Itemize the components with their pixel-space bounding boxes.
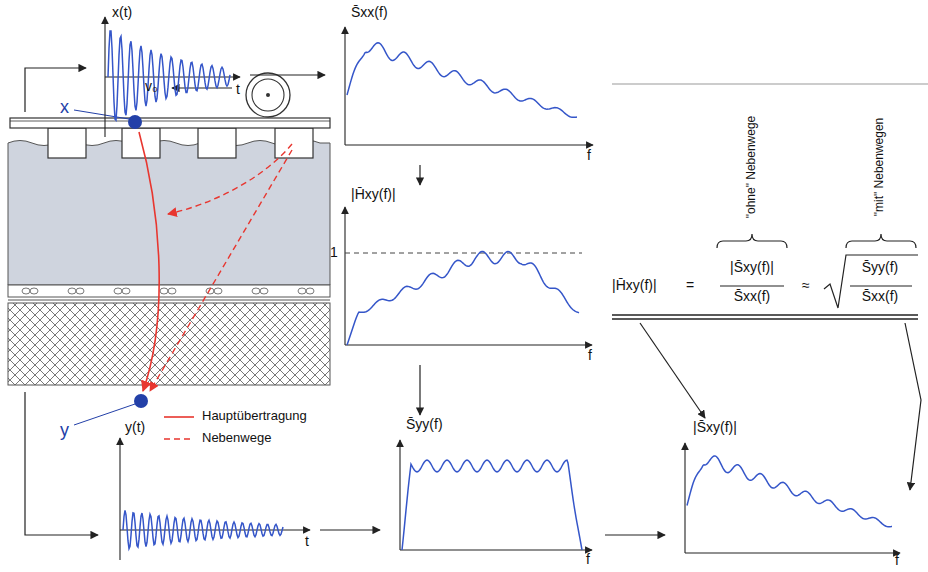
mat-layer bbox=[8, 285, 330, 297]
axis-label: |S̄xy(f)| bbox=[693, 420, 737, 435]
flow-arrow bbox=[250, 74, 325, 75]
chart-axes bbox=[665, 418, 910, 570]
flow-arrow bbox=[419, 165, 420, 185]
axis-label: S̄xx(f) bbox=[351, 5, 388, 20]
bracket-note: "ohne" Nebenwege bbox=[745, 116, 758, 219]
axis-label: S̄yy(f) bbox=[406, 417, 443, 432]
wheel bbox=[246, 73, 290, 117]
signal-arrow bbox=[25, 68, 86, 112]
legend-text: Nebenwege bbox=[202, 430, 271, 445]
formula-term: = bbox=[686, 278, 694, 293]
chart-axes bbox=[320, 185, 605, 365]
chart-axes bbox=[380, 415, 605, 570]
formula-term: |S̄xy(f)| bbox=[730, 260, 774, 275]
chart-panel: S̄xx(f) f bbox=[325, 5, 605, 165]
leader-line bbox=[74, 110, 129, 119]
layer-line bbox=[8, 300, 330, 301]
legend-text: Hauptübertragung bbox=[202, 408, 307, 423]
velocity-label: v₀ bbox=[145, 78, 158, 94]
axis-label: f bbox=[586, 552, 590, 567]
formula-term: S̄xx(f) bbox=[862, 289, 899, 304]
formula-term: S̄yy(f) bbox=[862, 260, 899, 275]
chart-axes bbox=[325, 5, 605, 165]
flow-arrow bbox=[905, 323, 921, 490]
sensor-dot bbox=[128, 115, 142, 129]
bracket-note: "mit" Nebenwegen bbox=[873, 118, 886, 217]
ballast bbox=[8, 141, 330, 286]
subsoil bbox=[8, 303, 330, 385]
sleepers bbox=[48, 128, 313, 158]
formula-term: |H̄xy(f)| bbox=[612, 278, 657, 293]
chart-panel: x(t) t bbox=[90, 5, 250, 145]
chart-panel: S̄yy(f) f bbox=[380, 415, 605, 570]
flow-arrow bbox=[320, 529, 380, 530]
chart-axes bbox=[90, 5, 250, 145]
sensor-dot bbox=[134, 394, 148, 408]
sensor-label: y bbox=[60, 420, 69, 441]
flanking-path bbox=[150, 150, 292, 391]
velocity-arrow bbox=[172, 87, 232, 88]
separator-line bbox=[612, 84, 928, 85]
legend-sample bbox=[162, 410, 196, 424]
legend-sample bbox=[162, 432, 196, 446]
axis-label: |H̄xy(f)| bbox=[351, 187, 396, 202]
formula-block: |H̄xy(f)| = |S̄xy(f)| S̄xx(f) ≈ S̄yy(f) S̄xx(f… bbox=[612, 95, 922, 323]
axis-label: f bbox=[588, 348, 592, 363]
chart-panel: |S̄xy(f)| f bbox=[665, 418, 910, 570]
rail bbox=[10, 118, 330, 128]
rail-line bbox=[10, 121, 330, 122]
mat-symbols bbox=[22, 288, 314, 294]
axis-label: t bbox=[305, 534, 309, 549]
flow-arrow bbox=[640, 323, 705, 418]
formula-term: S̄xx(f) bbox=[734, 289, 771, 304]
axis-label: f bbox=[895, 553, 899, 568]
axis-label: y(t) bbox=[125, 420, 145, 435]
flow-arrow bbox=[419, 365, 420, 415]
formula-term: ≈ bbox=[802, 278, 810, 293]
axis-label: x(t) bbox=[112, 5, 132, 20]
flow-arrow bbox=[605, 534, 665, 535]
axis-label: t bbox=[236, 82, 240, 97]
main-path bbox=[139, 132, 159, 391]
chart-panel: |H̄xy(f)| 1 f bbox=[320, 185, 605, 365]
axis-label: 1 bbox=[330, 245, 338, 260]
sensor-label: x bbox=[60, 97, 69, 118]
flanking-path bbox=[168, 144, 292, 214]
axis-label: f bbox=[587, 148, 591, 163]
signal-arrow bbox=[25, 392, 98, 535]
